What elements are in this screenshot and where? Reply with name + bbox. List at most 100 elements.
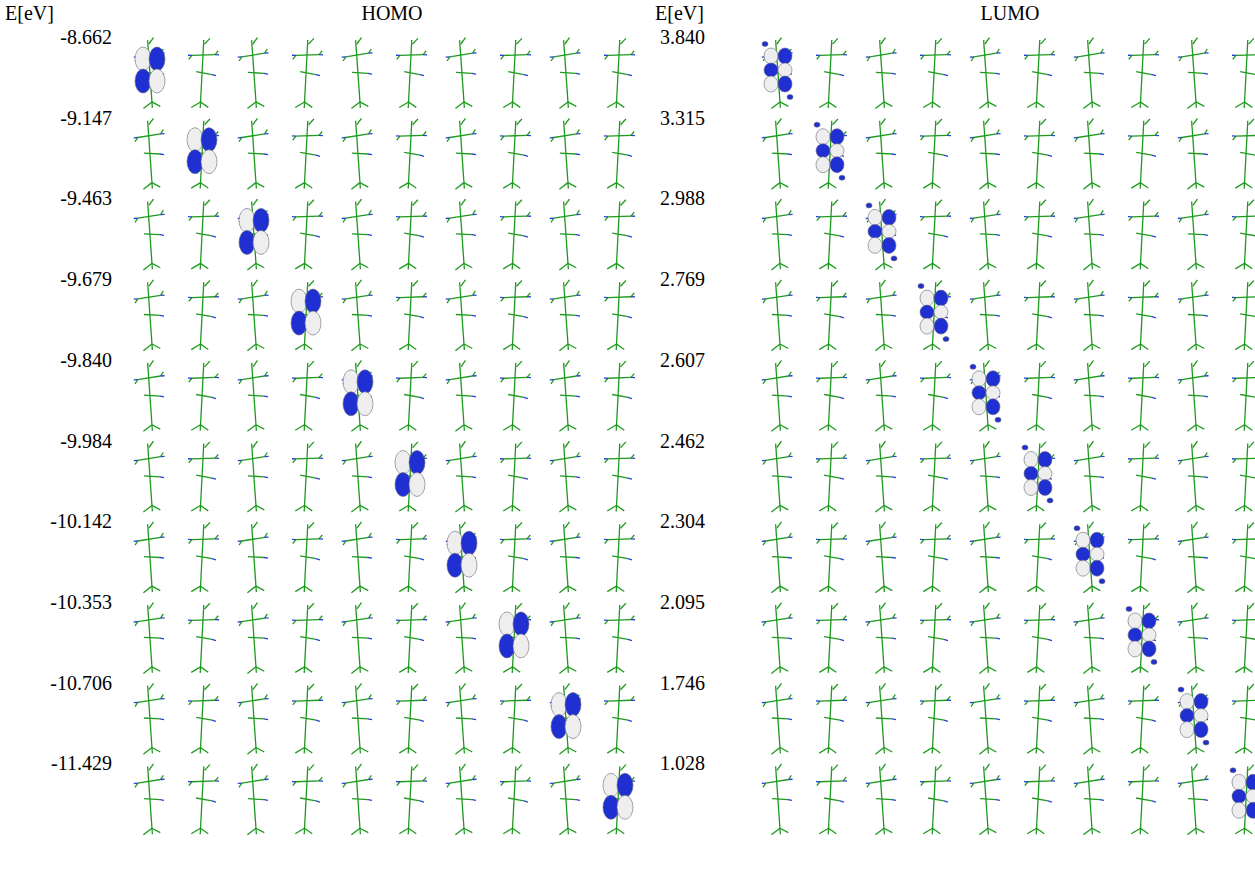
bond-line [501, 55, 504, 59]
bond-line [309, 684, 314, 690]
atom-tip [342, 56, 346, 58]
bond-line [309, 361, 314, 367]
bond-line [295, 182, 304, 188]
bond-line [607, 586, 616, 592]
atom-tip [264, 557, 268, 558]
bond-line [319, 212, 322, 216]
atom-tip [212, 236, 216, 237]
molecule-sticks [393, 199, 428, 271]
molecule-sticks [133, 763, 169, 835]
atom-tip [947, 135, 951, 137]
bond-line [343, 783, 346, 787]
bond-line [408, 102, 416, 107]
bond-line [867, 541, 870, 545]
bond-line [352, 152, 368, 155]
bond-line [252, 441, 257, 447]
atom-tip [161, 456, 165, 458]
atom-tip [604, 135, 608, 137]
bond-line [356, 199, 361, 205]
bond-line [527, 373, 530, 377]
bond-line [921, 378, 924, 382]
molecule-sticks [865, 440, 901, 512]
atom-tip [892, 477, 896, 478]
bond-line [148, 360, 153, 366]
bond-line [824, 233, 840, 236]
bond-line [921, 217, 924, 221]
atom-tip [472, 315, 476, 316]
bond-line [560, 233, 576, 236]
bond-line [408, 686, 412, 754]
bond-line [892, 291, 895, 295]
bond-line [971, 218, 974, 222]
atom-tip [342, 218, 346, 220]
bond-line [152, 263, 160, 269]
bond-line [508, 314, 524, 317]
bond-line [1192, 121, 1197, 189]
molecule-sticks [761, 440, 797, 512]
molecule-sticks [237, 198, 273, 270]
bond-line [503, 505, 512, 511]
bond-line [304, 505, 312, 510]
atom-tip [997, 294, 1001, 296]
bond-line [607, 505, 616, 511]
molecule-sticks [1073, 360, 1109, 432]
bond-line [780, 101, 788, 107]
bond-line [607, 263, 616, 269]
atom-tip [550, 782, 554, 784]
bond-line [932, 425, 940, 430]
bond-line [160, 614, 163, 618]
bond-line [143, 263, 152, 270]
atom-tip [1128, 539, 1132, 541]
molecule-sticks [237, 37, 273, 109]
atom-tip [161, 617, 165, 619]
bond-line [189, 297, 192, 301]
bond-line [608, 53, 631, 56]
atom-tip [134, 137, 138, 139]
bond-line [1187, 183, 1196, 190]
molecule-sticks [393, 441, 428, 513]
bond-line [766, 537, 789, 541]
bond-line [1192, 360, 1197, 366]
atom-tip [500, 539, 504, 541]
bond-line [1240, 233, 1255, 236]
bond-line [621, 280, 626, 286]
bond-line [356, 686, 361, 754]
bond-line [404, 394, 420, 397]
bond-line [356, 522, 361, 528]
atom-tip [762, 218, 766, 220]
bond-line [215, 535, 218, 539]
atom-tip [161, 294, 165, 296]
bond-line [833, 280, 838, 286]
molecule-sticks [549, 602, 585, 674]
molecule-sticks [1177, 198, 1213, 270]
bond-line [400, 376, 423, 379]
atom-tip [996, 73, 1000, 74]
bond-line [1075, 299, 1078, 303]
atom-tip [212, 317, 216, 318]
bond-line [464, 424, 472, 430]
molecule-sticks [497, 118, 532, 190]
bond-line [996, 210, 999, 214]
bond-line [892, 130, 895, 134]
atom-tip [342, 782, 346, 784]
atom-tip [264, 477, 268, 478]
bond-line [776, 444, 781, 512]
atom-tip [1048, 317, 1052, 318]
bond-line [252, 282, 257, 350]
bond-line [843, 51, 846, 55]
bond-line [996, 49, 999, 53]
atom-tip [628, 720, 632, 721]
atom-tip [161, 779, 165, 781]
bond-line [979, 102, 988, 109]
bond-line [456, 475, 472, 478]
molecule-sticks [445, 440, 481, 512]
bond-line [819, 586, 828, 592]
bond-line [408, 201, 412, 269]
bond-line [360, 828, 368, 834]
bond-line [564, 199, 569, 205]
molecule-sticks [549, 763, 585, 835]
bond-line [191, 828, 200, 834]
bond-line [408, 505, 416, 510]
bond-line [400, 215, 423, 218]
bond-line [200, 748, 208, 753]
